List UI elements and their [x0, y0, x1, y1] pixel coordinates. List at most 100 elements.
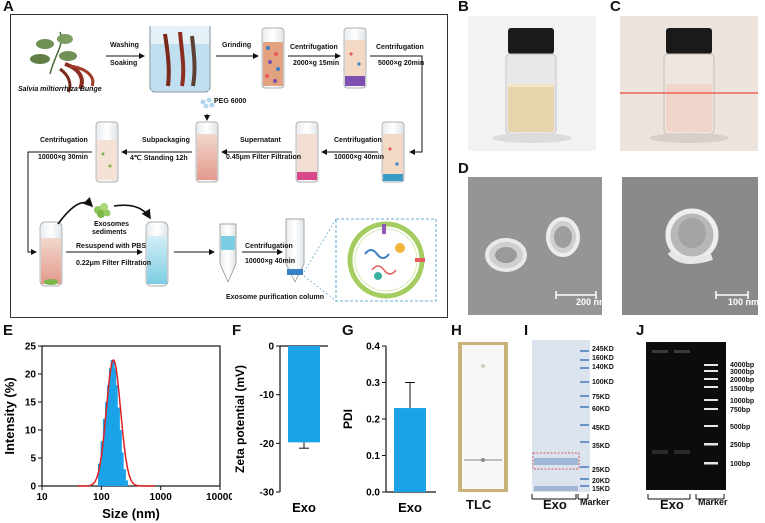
y-axis-label: Zeta potential (mV): [233, 365, 247, 473]
y-tick-label: -10: [260, 390, 275, 401]
tem-image-1: [468, 177, 602, 315]
purification-column-2: [285, 218, 305, 283]
y-tick-label: -30: [260, 488, 275, 499]
y-axis-label: Intensity (%): [2, 377, 17, 454]
tube-pbs: [145, 221, 169, 287]
washing-label: Washing: [110, 42, 139, 49]
exosome-structure: [347, 221, 425, 299]
sds-page-gel: [532, 340, 590, 492]
marker-j-1: 3000bp: [730, 369, 755, 376]
marker-j-3: 1500bp: [730, 386, 755, 393]
marker-i-3: 100KD: [592, 379, 614, 386]
peg-label: PEG 6000: [214, 98, 247, 105]
tube-c3: [381, 121, 405, 183]
filter022-label: 0.22μm Filter Filtration: [76, 260, 152, 267]
y-tick-label: 0.2: [366, 415, 380, 426]
gel-i-marker-label: Marker: [580, 497, 610, 507]
beaker-illustration: [149, 26, 211, 93]
panel-label-a: A: [3, 0, 14, 15]
panel-label-f: F: [232, 322, 242, 339]
c2-params-label: 5000×g 20min: [378, 60, 425, 67]
size-bar: [100, 441, 105, 486]
resuspend-label: Resuspend with PBS: [76, 243, 147, 250]
category-label: Exo: [292, 500, 316, 515]
centrifugation-label-5: Centrifugation: [245, 243, 293, 250]
y-tick-label: 0: [30, 482, 36, 493]
value-bar: [394, 408, 426, 492]
marker-j-7: 250bp: [730, 442, 751, 449]
filter045-label: 0.45μm Filter Filtration: [226, 154, 302, 161]
centrifugation-label-3: Centrifugation: [334, 137, 382, 144]
marker-j-8: 100bp: [730, 461, 751, 468]
size-bar: [121, 469, 126, 486]
marker-i-4: 75KD: [592, 394, 610, 401]
marker-i-7: 35KD: [592, 443, 610, 450]
c5-params-label: 10000×g 40min: [245, 258, 296, 265]
centrifugation-label-4: Centrifugation: [40, 137, 88, 144]
vial-photo-c: [620, 16, 758, 151]
value-bar: [288, 346, 320, 443]
vial-photo-b: [468, 16, 596, 151]
y-tick-label: 25: [25, 342, 37, 353]
size-bar: [119, 452, 124, 486]
workflow-diagram: [27, 26, 437, 302]
panel-label-e: E: [3, 322, 14, 339]
marker-j-4: 1000bp: [730, 398, 755, 405]
marker-i-9: 20KD: [592, 478, 610, 485]
x-tick-label: 1000: [150, 492, 173, 503]
tem-image-2: [622, 177, 758, 315]
panel-label-c: C: [610, 0, 621, 15]
subpackaging-label: Subpackaging: [142, 137, 190, 144]
x-tick-label: 10000: [206, 492, 232, 503]
category-label: Exo: [398, 500, 422, 515]
plot-frame: [41, 345, 221, 487]
marker-i-1: 160KD: [592, 355, 614, 362]
panel-label-h: H: [451, 322, 462, 339]
panel-label-i: I: [524, 322, 529, 339]
gel-j-marker-labels: 4000bp 3000bp 2000bp 1500bp 1000bp 750bp…: [730, 362, 765, 492]
exo-sediments-label-1: Exosomes: [94, 221, 130, 228]
centrifugation-label-1: Centrifugation: [290, 44, 338, 51]
y-tick-label: 10: [25, 426, 37, 437]
plant-name-label: Salvia miltiorrhiza Bunge: [18, 86, 102, 93]
tube-c2: [343, 27, 367, 89]
y-tick-label: -20: [260, 439, 275, 450]
marker-j-6: 500bp: [730, 424, 751, 431]
column-label: Exosome purification column: [226, 294, 325, 301]
peg-dots: [200, 97, 215, 109]
size-bar: [123, 480, 128, 486]
y-tick-label: 15: [25, 398, 37, 409]
centrifugation-label-2: Centrifugation: [376, 44, 424, 51]
gel-i-bracket: [531, 494, 589, 500]
marker-i-8: 25KD: [592, 467, 610, 474]
plant-illustration: [30, 31, 95, 93]
grinding-label: Grinding: [222, 42, 252, 49]
gel-i-marker-labels: 245KD 160KD 140KD 100KD 75KD 60KD 45KD 3…: [592, 346, 632, 496]
tube-sediments: [39, 221, 63, 287]
gel-j-exo-label: Exo: [660, 497, 684, 512]
agarose-gel: [646, 342, 726, 490]
marker-i-5: 60KD: [592, 406, 610, 413]
y-axis-label: PDI: [341, 409, 355, 429]
tem-scale-2: 100 nm: [728, 297, 760, 307]
tem-scale-1: 200 nm: [576, 297, 608, 307]
x-axis-label: Size (nm): [102, 506, 160, 521]
marker-i-2: 140KD: [592, 364, 614, 371]
marker-i-0: 245KD: [592, 346, 614, 353]
tlc-label: TLC: [466, 497, 492, 512]
tube-c3b: [295, 121, 319, 183]
x-tick-label: 10: [36, 492, 48, 503]
fit-curve: [77, 359, 155, 487]
panel-a-frame: [10, 14, 448, 318]
exosome-cluster: [94, 203, 111, 218]
tube-grind: [261, 27, 285, 89]
tlc-plate: [458, 342, 508, 492]
size-bar: [102, 418, 107, 486]
supernatant-label: Supernatant: [240, 137, 281, 144]
panel-label-b: B: [458, 0, 469, 15]
y-tick-label: 0.3: [366, 378, 380, 389]
y-tick-label: 0.4: [366, 342, 380, 353]
